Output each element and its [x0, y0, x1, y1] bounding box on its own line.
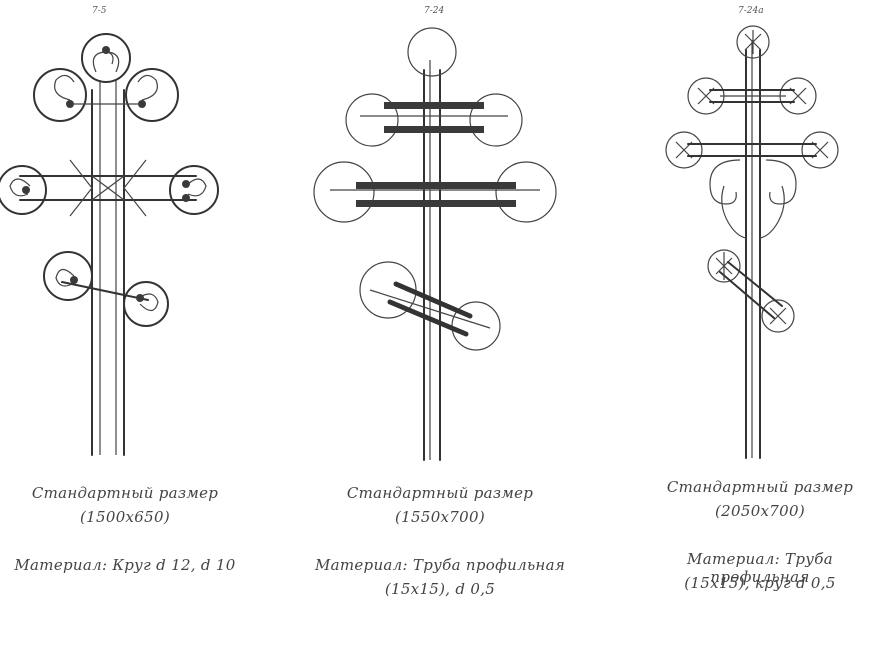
cross-code: 7-5 — [92, 6, 107, 16]
cross-panel-1: 7-5 — [0, 0, 250, 660]
cross-drawing-3 — [665, 25, 839, 459]
size-value: (1550x700) — [395, 508, 485, 526]
size-value: (2050x700) — [715, 502, 805, 520]
cross-panel-3: 7-24а Стандартный размер (2050 — [640, 0, 880, 660]
material-line-1: Материал: Круг d 12, d 10 — [14, 556, 236, 574]
size-label: Стандартный размер — [31, 484, 219, 502]
cross-code: 7-24а — [738, 6, 764, 16]
size-label: Стандартный размер — [666, 478, 854, 496]
size-label: Стандартный размер — [346, 484, 534, 502]
material-line-2: (15x15), круг d 0,5 — [684, 574, 836, 592]
cross-code: 7-24 — [424, 6, 445, 16]
material-line-1: Материал: Труба профильная — [314, 556, 566, 574]
size-value: (1500x650) — [80, 508, 170, 526]
cross-drawing-1 — [0, 33, 219, 456]
cross-drawing-2 — [313, 27, 557, 461]
material-line-1: Материал: Труба профильная — [687, 550, 833, 586]
material-line-2: (15x15), d 0,5 — [384, 580, 496, 598]
cross-panel-2: 7-24 Стандартный размер (1550x700) Матер… — [300, 0, 580, 660]
